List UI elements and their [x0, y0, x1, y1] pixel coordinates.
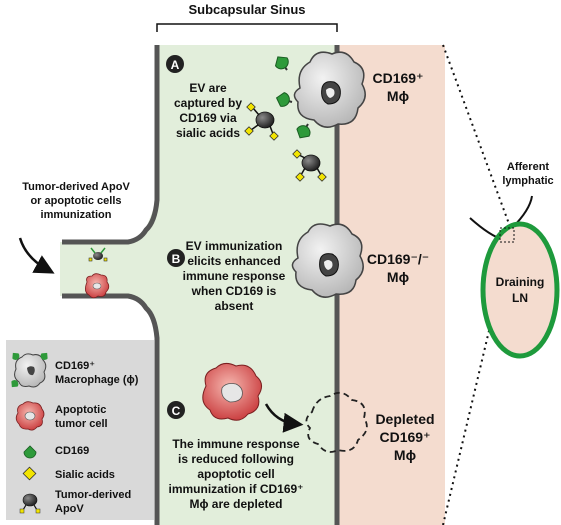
legend-apov-label-1: Tumor-derived — [55, 489, 131, 501]
captured-apov-1 — [244, 102, 279, 141]
legend-cd169-icon — [23, 445, 37, 459]
legend-apoptotic-label-2: tumor cell — [55, 418, 108, 430]
panel-c-cell-label-1: Depleted — [375, 411, 434, 427]
page-title: Subcapsular Sinus — [188, 2, 305, 17]
panel-a-text-1: EV are — [189, 81, 227, 95]
zoom-box — [499, 227, 515, 243]
apoptotic-cell-c — [202, 362, 262, 421]
zoom-line-top — [442, 44, 513, 233]
legend-apov-label-2: ApoV — [55, 503, 84, 515]
afferent-channel — [60, 200, 157, 330]
panel-c-text-3: apoptotic cell — [197, 467, 274, 481]
lymph-node-label-2: LN — [512, 291, 528, 305]
sinus-left-wall-bottom — [62, 293, 160, 525]
channel-apov — [88, 247, 108, 262]
left-label-line-1: Tumor-derived ApoV — [22, 181, 130, 193]
legend-sialic-label: Sialic acids — [55, 469, 115, 481]
panel-b-text-5: absent — [215, 299, 254, 313]
panel-b-text-1: EV immunization — [186, 239, 283, 253]
afferent-label-1: Afferent — [507, 161, 550, 173]
zoom-line-bottom — [442, 241, 511, 525]
panel-a-cell-label-2: Mϕ — [387, 88, 409, 104]
cd169-receptor-a1 — [274, 56, 289, 71]
macrophage-b — [291, 223, 364, 298]
panel-c-badge — [167, 401, 185, 419]
legend-apov-icon — [19, 493, 41, 514]
panel-a-text-3: CD169 via — [179, 111, 237, 125]
macrophage-a — [293, 51, 366, 128]
cd169-receptor-a3 — [296, 123, 311, 139]
cd169-receptor-a2 — [275, 92, 293, 107]
lymph-node-label-1: Draining — [496, 275, 545, 289]
panel-a-badge — [166, 55, 184, 73]
legend-cd169-label: CD169 — [55, 445, 89, 457]
panel-c-text-5: Mϕ are depleted — [189, 497, 282, 511]
panel-b-text-4: when CD169 is — [191, 284, 277, 298]
legend-macrophage-label-2: Macrophage (ϕ) — [55, 374, 139, 386]
captured-apov-2 — [292, 149, 327, 182]
legend-macrophage-label-1: CD169⁺ — [55, 360, 95, 372]
depletion-arrow — [264, 403, 304, 433]
legend-apoptotic-label-1: Apoptotic — [55, 404, 106, 416]
panel-a-text-4: sialic acids — [176, 126, 240, 140]
panel-c-letter: C — [172, 404, 181, 418]
sinus-left-wall-top — [62, 45, 160, 245]
panel-b-text-3: immune response — [183, 269, 286, 283]
panel-b-text-2: elicits enhanced — [187, 254, 280, 268]
legend-apoptotic-cell-icon — [15, 401, 45, 431]
panel-b-letter: B — [172, 252, 181, 266]
title-bracket — [156, 23, 338, 32]
afferent-label-2: lymphatic — [502, 175, 553, 187]
panel-c-text-1: The immune response — [172, 437, 300, 451]
legend-sialic-acid-icon — [22, 466, 37, 481]
left-label-line-3: immunization — [41, 209, 112, 221]
panel-c-text-4: immunization if CD169⁺ — [168, 482, 303, 496]
panel-c-cell-label-3: Mϕ — [394, 447, 416, 463]
panel-a-letter: A — [171, 58, 180, 72]
panel-b-cell-label-2: Mϕ — [387, 269, 409, 285]
channel-apoptotic-cell — [85, 273, 110, 299]
draining-lymph-node — [480, 221, 560, 359]
panel-b-badge — [167, 249, 185, 267]
panel-b-cell-label-1: CD169⁻/⁻ — [367, 251, 429, 267]
panel-a-text-2: captured by — [174, 96, 242, 110]
depleted-macrophage-outline — [305, 391, 368, 453]
panel-c-cell-label-2: CD169⁺ — [380, 429, 431, 445]
panel-a-cell-label-1: CD169⁺ — [373, 70, 424, 86]
legend-macrophage-icon — [11, 352, 48, 388]
panel-c-text-2: is reduced following — [178, 452, 294, 466]
left-label-line-2: or apoptotic cells — [30, 195, 121, 207]
entry-arrow — [18, 237, 55, 274]
